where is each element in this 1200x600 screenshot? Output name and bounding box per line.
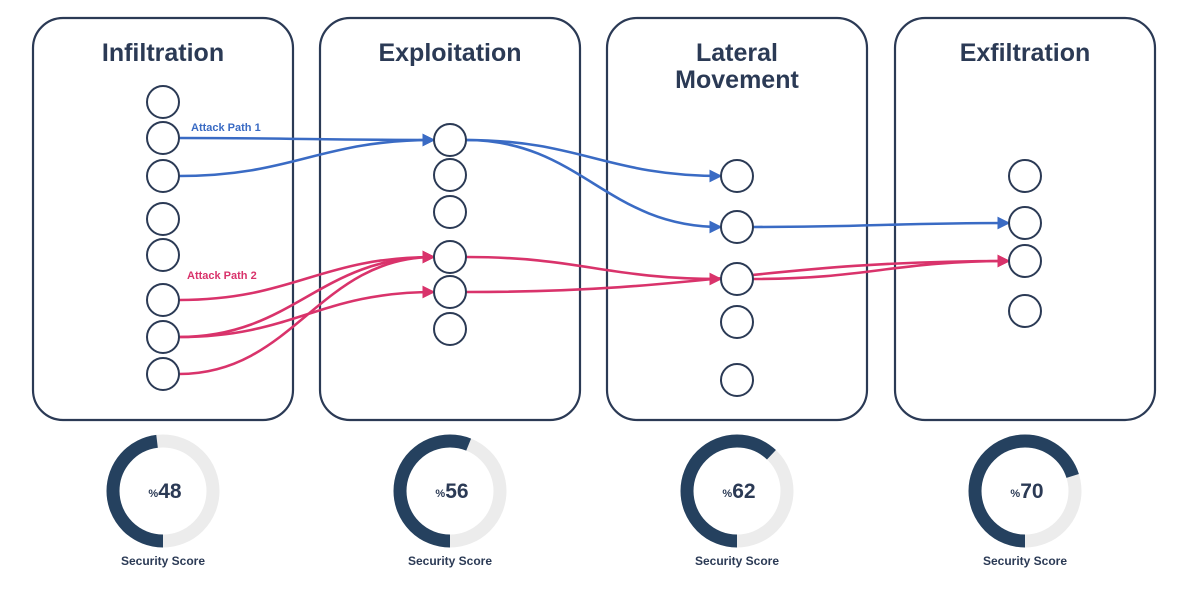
score-percent-sign: % xyxy=(435,488,445,500)
attack-path-1-label: Attack Path 1 xyxy=(191,122,261,134)
attack-path-1-arrow xyxy=(465,138,723,183)
node-exploitation xyxy=(433,240,467,274)
score-value: %62 xyxy=(722,480,755,503)
gauge-fill xyxy=(393,434,507,548)
node-infiltration xyxy=(146,357,180,391)
gauge-fill xyxy=(680,434,794,548)
stage-title-lateral-movement: Movement xyxy=(675,66,799,94)
node-exfiltration xyxy=(1008,244,1042,278)
attack-path-2-arrow xyxy=(465,255,723,286)
security-score-label: Security Score xyxy=(121,554,205,568)
gauge-fill xyxy=(106,434,220,548)
path-labels-layer: Attack Path 1 Attack Path 2 xyxy=(187,122,261,282)
node-lateral-movement xyxy=(720,159,754,193)
node-exploitation xyxy=(433,275,467,309)
node-exfiltration xyxy=(1008,159,1042,193)
score-value: %56 xyxy=(435,480,468,503)
attack-path-2-arrow xyxy=(178,250,436,376)
attack-path-2-arrow xyxy=(752,254,1011,281)
score-number: 62 xyxy=(732,480,755,503)
node-infiltration xyxy=(146,320,180,354)
node-infiltration xyxy=(146,85,180,119)
node-infiltration xyxy=(146,121,180,155)
nodes-layer xyxy=(146,85,1042,397)
stage-title-lateral-movement: Lateral xyxy=(696,39,778,67)
node-exploitation xyxy=(433,123,467,157)
attack-paths-layer xyxy=(178,133,1011,376)
stage-title-exploitation: Exploitation xyxy=(378,39,521,67)
attack-path-1-arrow xyxy=(752,216,1011,230)
score-value: %48 xyxy=(148,480,181,503)
gauge-fill xyxy=(968,434,1082,548)
stage-title-exfiltration: Exfiltration xyxy=(960,39,1091,67)
attack-path-1-arrow xyxy=(178,133,436,147)
score-value: %70 xyxy=(1010,480,1043,503)
node-exfiltration xyxy=(1008,206,1042,240)
security-score-label: Security Score xyxy=(983,554,1067,568)
score-percent-sign: % xyxy=(722,488,732,500)
node-exfiltration xyxy=(1008,294,1042,328)
score-percent-sign: % xyxy=(1010,488,1020,500)
score-number: 70 xyxy=(1020,480,1043,503)
node-lateral-movement xyxy=(720,262,754,296)
node-lateral-movement xyxy=(720,305,754,339)
security-score-label: Security Score xyxy=(695,554,779,568)
stage-title-infiltration: Infiltration xyxy=(102,39,224,67)
score-number: 48 xyxy=(158,480,182,503)
score-number: 56 xyxy=(445,480,468,503)
attack-path-2-arrow xyxy=(178,250,436,339)
node-exploitation xyxy=(433,195,467,229)
node-lateral-movement xyxy=(720,210,754,244)
node-infiltration xyxy=(146,238,180,272)
attack-path-2-label: Attack Path 2 xyxy=(187,270,257,282)
attack-path-1-arrow xyxy=(465,138,723,234)
node-exploitation xyxy=(433,158,467,192)
node-exploitation xyxy=(433,312,467,346)
security-score-label: Security Score xyxy=(408,554,492,568)
score-percent-sign: % xyxy=(148,488,158,500)
node-infiltration xyxy=(146,283,180,317)
node-lateral-movement xyxy=(720,363,754,397)
node-infiltration xyxy=(146,159,180,193)
attack-path-1-arrow xyxy=(178,133,436,178)
attack-path-2-arrow xyxy=(178,250,436,302)
node-infiltration xyxy=(146,202,180,236)
